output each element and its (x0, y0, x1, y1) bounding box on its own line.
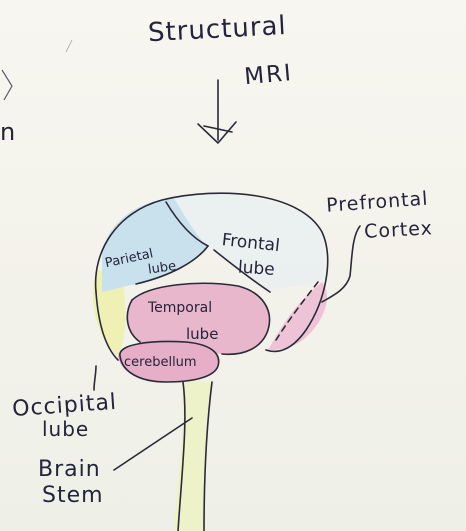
pencil-dash (66, 40, 72, 52)
prefrontal-label-line1: Prefrontal (326, 188, 430, 217)
brainstem-label-line2: Stem (42, 483, 104, 508)
temporal-label-line2: lube (186, 325, 218, 343)
cerebellum-label: cerebellum (124, 355, 197, 370)
brainstem-label-line1: Brain (38, 457, 101, 482)
prefrontal-label-line2: Cortex (364, 217, 434, 243)
occipital-leader-line (94, 366, 96, 390)
heading-line2: MRI (243, 60, 294, 90)
frontal-label-line2: lube (237, 257, 275, 280)
occipital-label-line2: lube (42, 417, 89, 441)
down-arrow-icon (198, 80, 236, 143)
parietal-label-line2: lube (147, 259, 177, 278)
temporal-label-line1: Temporal (147, 300, 212, 316)
margin-fragment: n (0, 118, 15, 146)
margin-pencil-mark (2, 70, 12, 100)
heading-line1: Structural (147, 11, 287, 48)
